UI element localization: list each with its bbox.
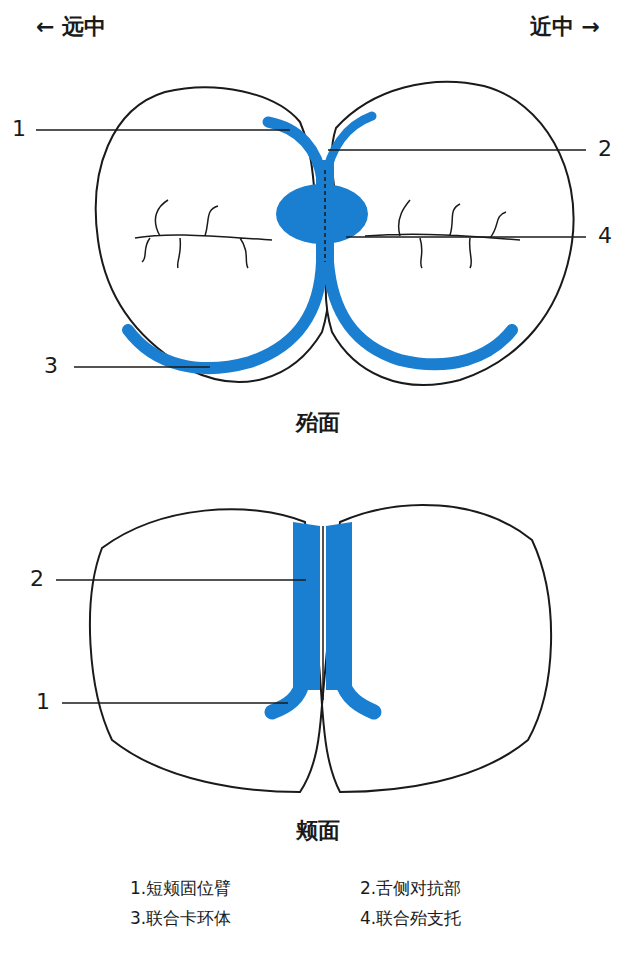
view-title: 殆面: [296, 410, 340, 436]
direction-label: 近中 →: [530, 14, 600, 40]
leader-line: [56, 579, 306, 581]
legend-item: 3.联合卡环体: [130, 908, 231, 928]
dashed-line: [324, 170, 326, 262]
buccal-arm: [272, 680, 303, 712]
view-title: 颊面: [296, 818, 340, 844]
callout-number: 2: [598, 136, 612, 162]
legend-item: 2.舌侧对抗部: [360, 878, 461, 898]
leader-line: [62, 702, 288, 704]
leader-line: [346, 236, 586, 238]
tooth-outline: [326, 82, 574, 385]
tooth-outline: [90, 509, 322, 792]
callout-number: 3: [44, 353, 58, 379]
callout-number: 1: [36, 689, 50, 715]
clasp-body: [328, 262, 512, 364]
leader-line: [36, 129, 290, 131]
occlusal-rest: [276, 184, 368, 244]
tooth-outline: [322, 505, 551, 792]
lingual-bar: [326, 522, 352, 690]
buccal-arm: [342, 680, 374, 712]
lingual-bar: [293, 522, 320, 690]
clasp-body: [128, 262, 322, 368]
legend-item: 4.联合殆支托: [360, 908, 461, 928]
callout-number: 2: [30, 566, 44, 592]
legend-item: 1.短颊固位臂: [130, 878, 231, 898]
direction-label: ← 远中: [36, 14, 106, 40]
callout-number: 4: [598, 223, 612, 249]
fissure: [365, 200, 520, 268]
callout-number: 1: [12, 116, 26, 142]
fissure: [135, 200, 272, 268]
leader-line: [74, 366, 210, 368]
leader-line: [328, 149, 586, 151]
